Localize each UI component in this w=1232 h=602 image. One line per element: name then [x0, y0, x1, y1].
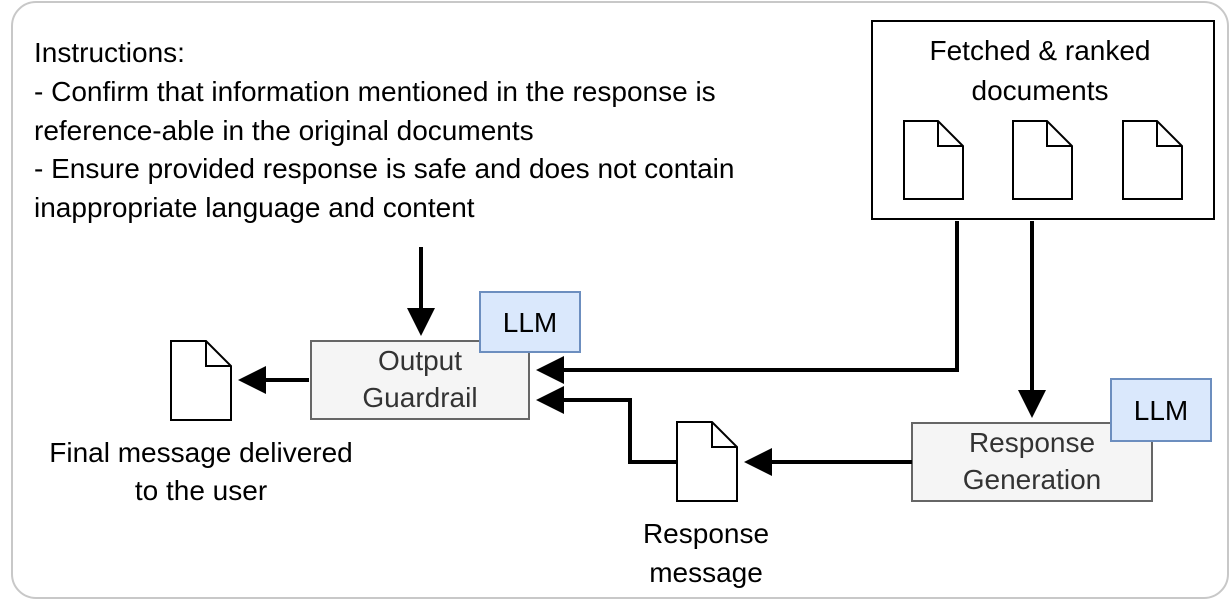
output-guardrail-label: Output	[378, 345, 462, 376]
output-guardrail-label: Guardrail	[362, 382, 477, 413]
fetched-documents-box: Fetched & ranked documents	[871, 20, 1215, 220]
document-icon	[1012, 120, 1073, 200]
response-generation-label: Generation	[963, 464, 1102, 495]
fetched-documents-title: documents	[972, 75, 1109, 106]
response-generation-label: Response	[969, 427, 1095, 458]
final-message-document-icon	[170, 340, 232, 421]
output-guardrail-box: Output Guardrail	[310, 340, 530, 420]
instructions-line: - Ensure provided response is safe and d…	[34, 153, 734, 184]
final-message-label: Final message delivered	[49, 437, 353, 468]
document-icon	[903, 120, 964, 200]
response-message-document-icon	[676, 421, 738, 502]
response-generation-box: Response Generation	[911, 422, 1153, 502]
llm-badge-label: LLM	[503, 307, 557, 338]
instructions-line: reference-able in the original documents	[34, 115, 534, 146]
instructions-text: Instructions: - Confirm that information…	[34, 37, 734, 223]
response-message-label: message	[649, 557, 763, 588]
llm-badge-guardrail: LLM	[479, 291, 581, 353]
document-icon	[1122, 120, 1183, 200]
instructions-line: Instructions:	[34, 37, 185, 68]
documents-to-guardrail-arrow	[536, 221, 959, 384]
response-message-label: Response	[643, 518, 769, 549]
fetched-documents-title: Fetched & ranked	[929, 35, 1150, 66]
response-to-guardrail-arrow	[536, 386, 677, 464]
instructions-line: inappropriate language and content	[34, 192, 475, 223]
instructions-line: - Confirm that information mentioned in …	[34, 76, 716, 107]
llm-badge-generation: LLM	[1110, 378, 1212, 442]
final-message-label: to the user	[135, 475, 267, 506]
llm-badge-label: LLM	[1134, 395, 1188, 426]
